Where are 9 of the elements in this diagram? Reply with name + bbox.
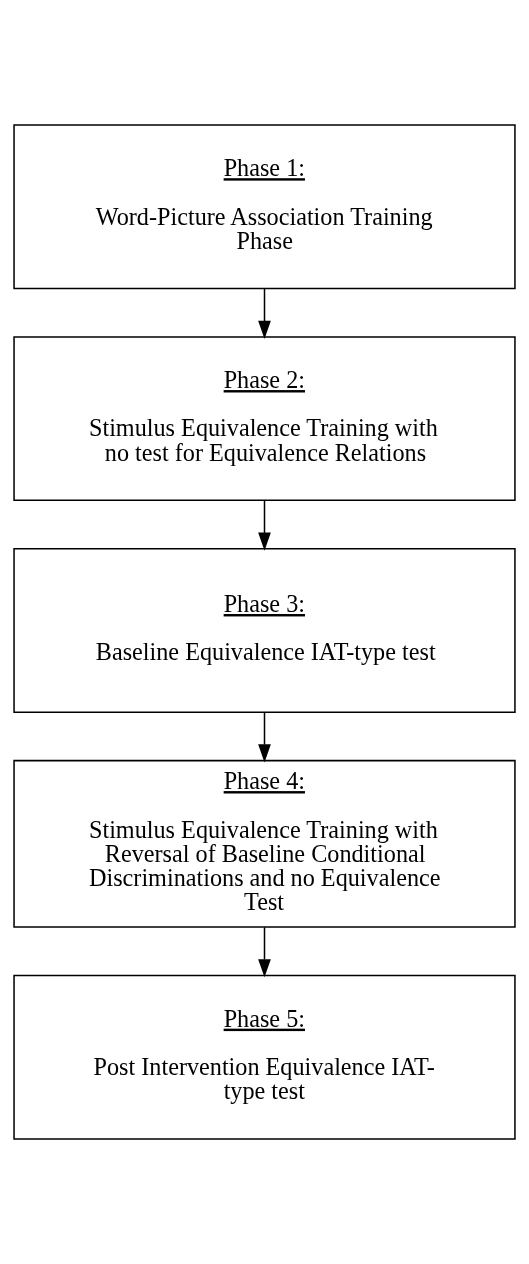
arrow — [258, 711, 271, 763]
node-box: Phase 4: Stimulus Equivalence Training with Reversal of Baseline Conditional Discriminations and no Equivalence Test — [13, 759, 516, 928]
node-box: Phase 5: Post Intervention Equivalence IAT-type test — [13, 974, 516, 1140]
arrow — [258, 500, 271, 551]
arrow — [258, 288, 271, 339]
arrow — [258, 926, 271, 978]
node-box: Phase 1: Word-Picture Association Training Phase — [13, 124, 516, 290]
node-box: Phase 3: Baseline Equivalence IAT-type test — [13, 548, 516, 713]
node-box: Phase 2: Stimulus Equivalence Training with no test for Equivalence Relations — [13, 336, 516, 502]
